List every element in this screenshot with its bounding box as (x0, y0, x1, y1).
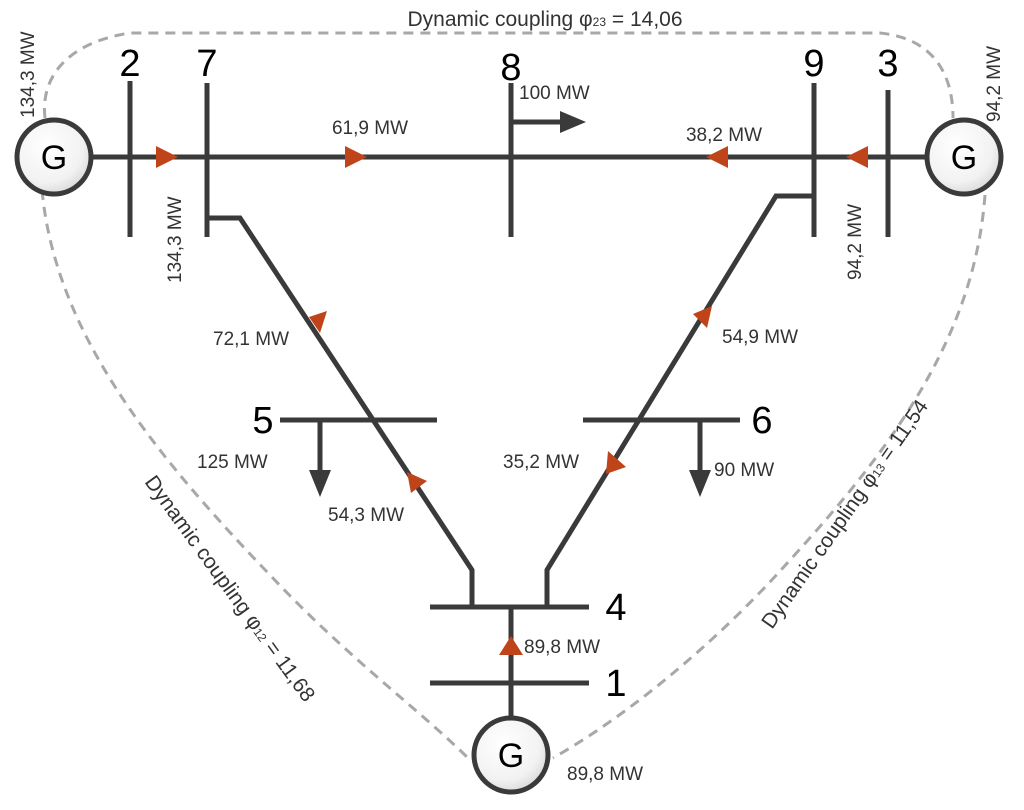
bus-7-label: 7 (196, 43, 217, 85)
bus-4-label: 4 (605, 587, 626, 629)
bus-3-label: 3 (877, 43, 898, 85)
generator-1-label: G (498, 737, 524, 775)
bus-6-label: 6 (751, 400, 772, 442)
flow-arrow-gen3 (846, 146, 868, 168)
flow-label-gen1: 89,8 MW (567, 764, 643, 785)
bus-8-label: 8 (500, 47, 521, 89)
generator-3-label: G (951, 139, 977, 177)
flow-arrow-4-5 (407, 472, 427, 493)
flow-label-line75: 72,1 MW (213, 329, 289, 350)
flow-arrow-4-6 (606, 451, 626, 474)
generator-2: G (14, 117, 94, 197)
flow-label-line39: 94,2 MW (845, 204, 866, 280)
load-label-5: 125 MW (197, 452, 268, 473)
flow-label-line64: 35,2 MW (503, 452, 579, 473)
flow-label-gen3: 94,2 MW (984, 46, 1005, 122)
coupling-curve-23 (42, 31, 955, 119)
bus-9-label: 9 (803, 43, 824, 85)
flow-arrow-1-4 (499, 636, 523, 655)
flow-arrow-9-6 (693, 306, 712, 328)
flow-label-line14: 89,8 MW (524, 637, 600, 658)
flow-label-line78: 61,9 MW (332, 118, 408, 139)
bus-2-label: 2 (119, 43, 140, 85)
load-5-arrow-head (309, 470, 331, 497)
flow-arrow-7-5 (309, 311, 327, 333)
flow-label-line27: 134,3 MW (165, 196, 186, 283)
line-7-4 (207, 215, 475, 607)
coupling-curve-12 (40, 189, 472, 762)
flow-label-line45: 54,3 MW (328, 505, 404, 526)
flow-arrow-gen2 (156, 146, 178, 168)
bus-1-label: 1 (605, 663, 626, 705)
load-6-arrow-head (689, 470, 711, 497)
flow-arrow-9-8 (706, 146, 728, 168)
flow-label-line96: 54,9 MW (722, 327, 798, 348)
flow-label-line98: 38,2 MW (686, 125, 762, 146)
coupling-label-23: Dynamic coupling φ23 = 14,06 (407, 8, 682, 31)
coupling-curve-13 (552, 194, 987, 760)
generator-1: G (471, 715, 551, 795)
load-8-arrow-head (560, 111, 586, 133)
load-label-8: 100 MW (519, 83, 590, 104)
flow-label-gen2: 134,3 MW (18, 31, 39, 118)
line-9-4 (544, 193, 814, 607)
bus-5-label: 5 (252, 400, 273, 442)
flow-arrow-7-8 (345, 146, 367, 168)
load-label-6: 90 MW (714, 460, 774, 481)
generator-2-label: G (41, 139, 67, 177)
generator-3: G (924, 117, 1004, 197)
coupling-label-13: Dynamic coupling φ13 = 11,54 (757, 395, 933, 632)
coupling-label-12: Dynamic coupling φ12 = 11,68 (140, 471, 319, 706)
